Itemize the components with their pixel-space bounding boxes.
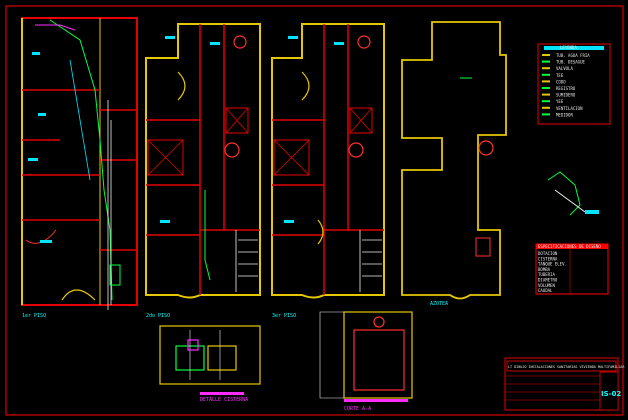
- legend-row-label: TUB. AGUA FRIA: [556, 53, 590, 58]
- legend-symbol: [542, 80, 550, 83]
- legend-symbol: [542, 87, 550, 89]
- legend-symbol: [542, 73, 550, 76]
- legend-symbol: [542, 67, 550, 70]
- specs-row-label: TANQUE ELEV.: [538, 262, 567, 267]
- legend-row-label: SUMIDERO: [556, 93, 576, 98]
- legend-row-label: TUB. DESAGUE: [556, 60, 585, 65]
- legend-symbol: [542, 60, 550, 63]
- legend-panel: [537, 43, 611, 125]
- floor-plan-1: [21, 17, 138, 310]
- legend-row-label: TEE: [556, 73, 564, 78]
- legend-symbol: [542, 54, 550, 56]
- legend-symbol: [542, 113, 550, 116]
- specs-row-label: CISTERNA: [538, 256, 558, 261]
- specs-row-label: DIAMETRO: [538, 278, 558, 283]
- floor-plan-2: [145, 23, 261, 299]
- legend-symbol: [542, 106, 550, 109]
- detail2-title: CORTE A-A: [344, 406, 371, 412]
- detail-cistern-plan: [159, 325, 261, 395]
- plan2-title: 2do PISO: [146, 313, 170, 319]
- specs-table: [535, 243, 609, 295]
- sheet-frame: [5, 5, 624, 416]
- legend-title: LEYENDA: [560, 45, 577, 50]
- legend-symbol: [542, 100, 550, 103]
- legend-symbol: [542, 93, 550, 96]
- legend-row-label: CODO: [556, 79, 566, 84]
- plan4-title: AZOTEA: [430, 301, 448, 307]
- specs-row-label: CAUDAL: [538, 288, 553, 293]
- floor-plan-4-roof: [401, 21, 507, 300]
- plan3-title: 3er PISO: [272, 313, 296, 319]
- legend-row-label: REGISTRO: [556, 86, 576, 91]
- legend-row-label: VALVULA: [556, 66, 573, 71]
- legend-row-label: MEDIDOR: [556, 112, 573, 117]
- specs-title: ESPECIFICACIONES DE DISEÑO: [538, 244, 601, 249]
- specs-row-label: DOTACION: [538, 251, 558, 256]
- detail-section: [319, 311, 413, 402]
- specs-row-label: TUBERIA: [538, 272, 555, 277]
- floor-plan-3: [271, 23, 385, 299]
- specs-row-label: VOLUMEN: [538, 283, 555, 288]
- isometric-detail: [547, 171, 599, 216]
- title-block: [504, 357, 619, 411]
- legend-row-label: VENTILACION: [556, 106, 583, 111]
- legend-row-label: YEE: [556, 99, 564, 104]
- plan1-title: 1er PISO: [22, 313, 46, 319]
- detail1-title: DETALLE CISTERNA: [200, 397, 248, 403]
- sheet-number: IS-02: [601, 390, 621, 398]
- title-block-text: LT DIBUJO INSTALACIONES SANITARIAS VIVIE…: [508, 365, 625, 369]
- specs-row-label: BOMBA: [538, 267, 551, 272]
